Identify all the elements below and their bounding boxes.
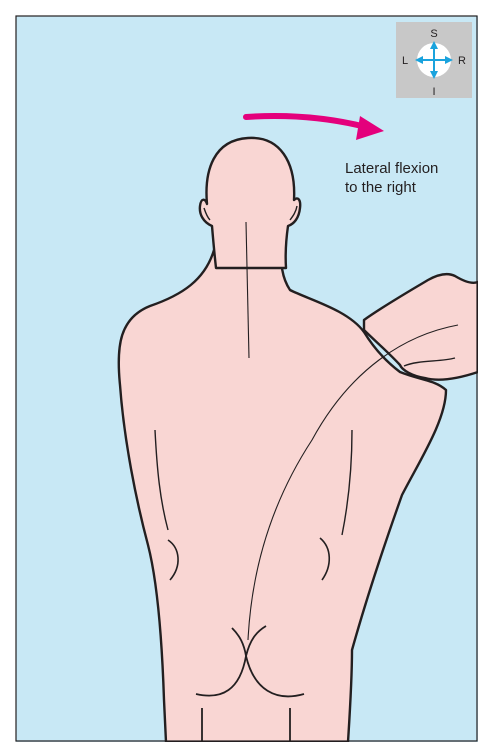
compass-label-superior: S [430,28,437,40]
compass-label-left: L [402,55,408,67]
caption-line-1: Lateral flexion [345,159,475,178]
caption-line-2: to the right [345,178,475,197]
compass-label-right: R [458,55,466,67]
head [200,138,300,268]
orientation-compass: S I L R [396,22,472,98]
compass-label-inferior: I [432,86,435,98]
